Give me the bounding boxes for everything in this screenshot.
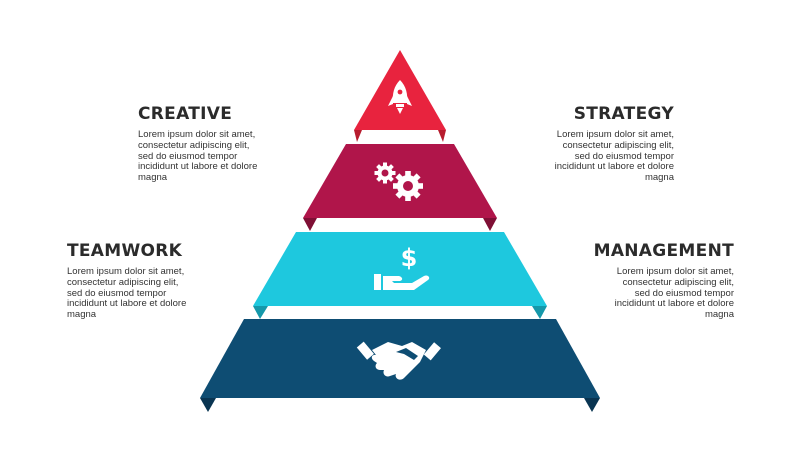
creative-title: CREATIVE [138,104,233,124]
strategy-label: STRATEGY Lorem ipsum dolor sit amet, con… [524,104,674,184]
gears-icon [374,162,423,201]
management-body: Lorem ipsum dolor sit amet, consectetur … [614,266,734,321]
tier-1-right-fold [438,130,446,142]
creative-label: CREATIVE Lorem ipsum dolor sit amet, con… [138,104,288,184]
tier-3-shape [253,232,547,306]
teamwork-body: Lorem ipsum dolor sit amet, consectetur … [67,266,187,321]
tier-4-right-fold [584,398,600,412]
management-title: MANAGEMENT [593,241,734,261]
tier-3-right-fold [532,306,547,319]
tier-2-right-fold [483,218,497,231]
pyramid-tier-2 [303,144,497,231]
money-hand-icon: $ [374,244,430,290]
pyramid-tier-1 [354,50,446,142]
tier-1-left-fold [354,130,362,142]
creative-body: Lorem ipsum dolor sit amet, consectetur … [138,129,258,184]
teamwork-label: TEAMWORK Lorem ipsum dolor sit amet, con… [67,241,217,321]
tier-4-left-fold [200,398,216,412]
tier-3-left-fold [253,306,268,319]
teamwork-title: TEAMWORK [67,241,183,261]
strategy-body: Lorem ipsum dolor sit amet, consectetur … [554,129,674,184]
management-label: MANAGEMENT Lorem ipsum dolor sit amet, c… [584,241,734,321]
strategy-title: STRATEGY [573,104,674,124]
rocket-icon [388,80,412,114]
svg-text:$: $ [401,244,418,272]
pyramid-tier-4 [200,319,600,412]
tier-2-left-fold [303,218,317,231]
pyramid-tier-3: $ [253,232,547,319]
handshake-icon [356,341,441,380]
